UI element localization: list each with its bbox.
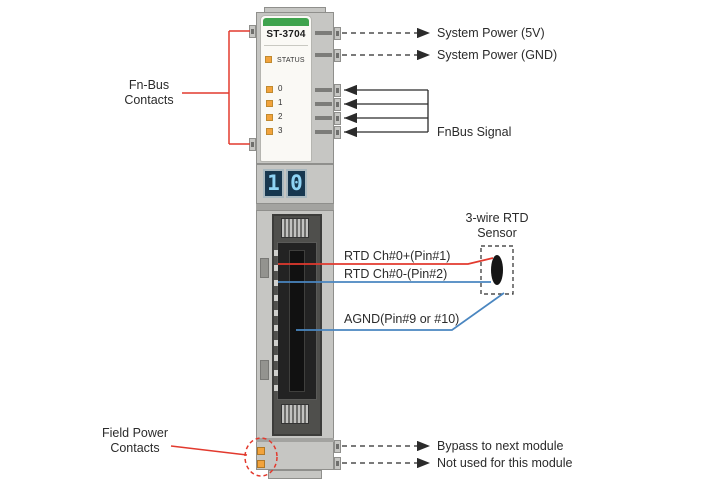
connector-pin: [274, 370, 278, 376]
channel-led-1: [266, 100, 273, 107]
contact-slot: [336, 116, 339, 121]
contact-slot: [336, 53, 339, 58]
unused-contact-tab: [334, 457, 341, 470]
id-digit-tens: 1: [263, 169, 284, 198]
fnbus-contact-tab-left-bottom: [249, 138, 256, 151]
contact-vent: [315, 116, 332, 120]
field-power-pointer: [170, 445, 248, 456]
contact-vent: [315, 53, 332, 57]
connector-pin: [274, 325, 278, 331]
channel-number-0: 0: [278, 84, 283, 93]
channel-number-2: 2: [278, 112, 283, 121]
field-power-contact-2: [257, 460, 265, 468]
fnbus-contacts-pointer: [182, 30, 250, 145]
contact-slot: [336, 461, 339, 466]
power-contact-tab-gnd: [334, 49, 341, 62]
agnd-label: AGND(Pin#9 or #10): [344, 312, 460, 326]
channel-number-1: 1: [278, 98, 283, 107]
system-power-gnd-label: System Power (GND): [437, 48, 558, 62]
connector-pin: [274, 310, 278, 316]
contact-slot: [336, 130, 339, 135]
status-led: [265, 56, 272, 63]
contact-vent: [315, 130, 332, 134]
module-groove: [256, 204, 334, 210]
contact-slot: [336, 102, 339, 107]
bypass-contact-tab: [334, 440, 341, 453]
fnbus-signal-tab-3: [334, 112, 341, 125]
connector-pin: [274, 265, 278, 271]
connector-latch-top: [281, 218, 309, 238]
channel-number-3: 3: [278, 126, 283, 135]
rtd-ch0-plus-label: RTD Ch#0+(Pin#1): [344, 249, 451, 263]
fnbus-signal-label: FnBus Signal: [437, 125, 512, 139]
system-power-5v-label: System Power (5V): [437, 26, 545, 40]
fnbus-contact-tab-left-top: [249, 25, 256, 38]
faceplate-header-bar: [263, 18, 309, 26]
connector-pin: [274, 295, 278, 301]
contact-vent: [315, 102, 332, 106]
rtd-sensor-element: [491, 255, 503, 285]
channel-led-0: [266, 86, 273, 93]
rtd-sensor-line2: Sensor: [477, 226, 517, 240]
fnbus-signal-tab-1: [334, 84, 341, 97]
power-contact-tab-5v: [334, 27, 341, 40]
id-digit-ones: 0: [286, 169, 307, 198]
fnbus-signal-arrows: [344, 84, 429, 138]
field-power-line1: Field Power: [102, 426, 168, 440]
rtd-sensor-box: [480, 245, 514, 295]
fnbus-contacts-line2: Contacts: [124, 93, 174, 107]
contact-slot: [336, 88, 339, 93]
field-power-label: Field Power Contacts: [99, 426, 171, 456]
connector-latch-bottom: [281, 404, 309, 424]
channel-led-3: [266, 128, 273, 135]
contact-vent: [315, 31, 332, 35]
not-used-label: Not used for this module: [437, 456, 573, 470]
channel-led-2: [266, 114, 273, 121]
connector-pin: [274, 280, 278, 286]
rtd-ch0-minus-label: RTD Ch#0-(Pin#2): [344, 267, 448, 281]
connector-pin: [274, 355, 278, 361]
status-label: STATUS: [277, 57, 305, 64]
contact-slot: [336, 31, 339, 36]
fnbus-signal-tab-2: [334, 98, 341, 111]
fnbus-signal-tab-4: [334, 126, 341, 139]
contact-slot: [251, 29, 254, 34]
connector-pin: [274, 250, 278, 256]
field-power-line2: Contacts: [110, 441, 160, 455]
release-slot-upper: [260, 258, 269, 278]
rtd-sensor-label: 3-wire RTD Sensor: [452, 211, 542, 241]
rtd-sensor-line1: 3-wire RTD: [465, 211, 529, 225]
fnbus-contacts-label: Fn-Bus Contacts: [116, 78, 182, 108]
bypass-label: Bypass to next module: [437, 439, 564, 453]
contact-slot: [251, 142, 254, 147]
field-power-contact-1: [257, 447, 265, 455]
fnbus-contacts-line1: Fn-Bus: [128, 78, 170, 92]
module-model-label: ST-3704: [266, 29, 306, 40]
connector-pin: [274, 340, 278, 346]
module-foot: [268, 470, 322, 479]
connector-pin: [274, 385, 278, 391]
idc-connector-keyslot: [289, 250, 305, 392]
release-slot-lower: [260, 360, 269, 380]
module-bottom-groove: [256, 438, 334, 442]
contact-vent: [315, 88, 332, 92]
faceplate-divider: [264, 45, 308, 46]
contact-slot: [336, 444, 339, 449]
